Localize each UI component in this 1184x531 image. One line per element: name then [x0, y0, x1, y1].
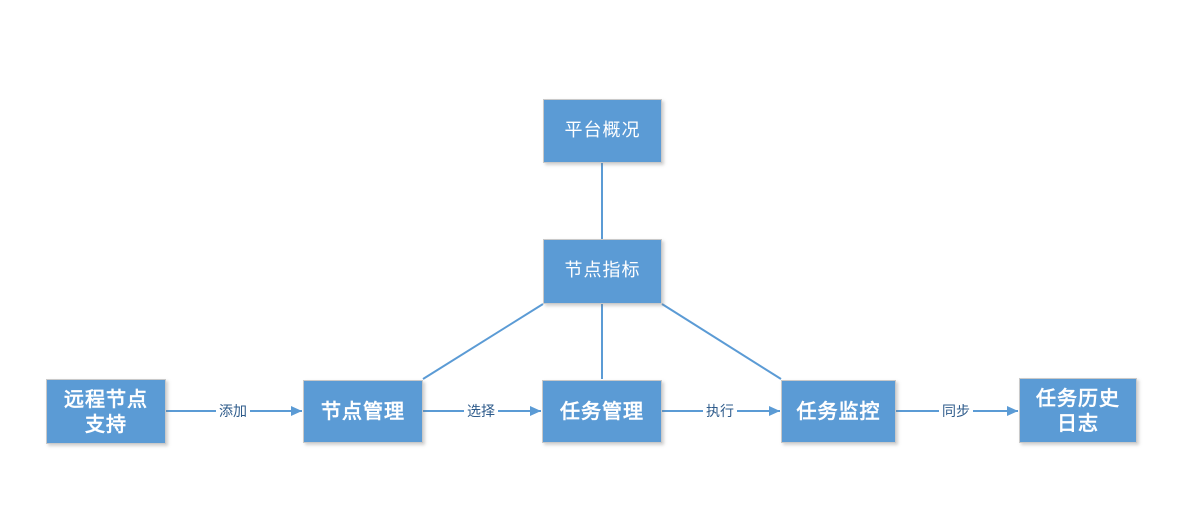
node-task-management: 任务管理 — [542, 380, 662, 443]
node-label-line1: 远程节点 — [64, 386, 148, 411]
node-task-history-log: 任务历史 日志 — [1019, 378, 1137, 443]
node-remote-node-support: 远程节点 支持 — [46, 379, 166, 444]
node-label: 任务监控 — [796, 399, 881, 423]
node-label: 节点指标 — [564, 260, 641, 282]
node-label-line2: 日志 — [1057, 410, 1099, 435]
edge-label-execute: 执行 — [703, 401, 737, 421]
edge-label-select: 选择 — [464, 401, 498, 421]
node-platform-overview: 平台概况 — [543, 99, 662, 163]
edge-metrics-to-node-mgmt — [422, 303, 544, 380]
node-task-monitoring: 任务监控 — [781, 380, 896, 443]
node-label-line2: 支持 — [85, 411, 127, 436]
node-node-metrics: 节点指标 — [543, 239, 662, 304]
edge-label-sync: 同步 — [939, 401, 973, 421]
node-label: 平台概况 — [564, 119, 641, 141]
node-label: 节点管理 — [321, 399, 405, 423]
node-label-line1: 任务历史 — [1036, 385, 1120, 410]
node-node-management: 节点管理 — [303, 380, 423, 443]
edge-label-add: 添加 — [216, 401, 250, 421]
edge-metrics-to-task-monitor — [661, 303, 782, 380]
node-label: 任务管理 — [560, 399, 644, 423]
